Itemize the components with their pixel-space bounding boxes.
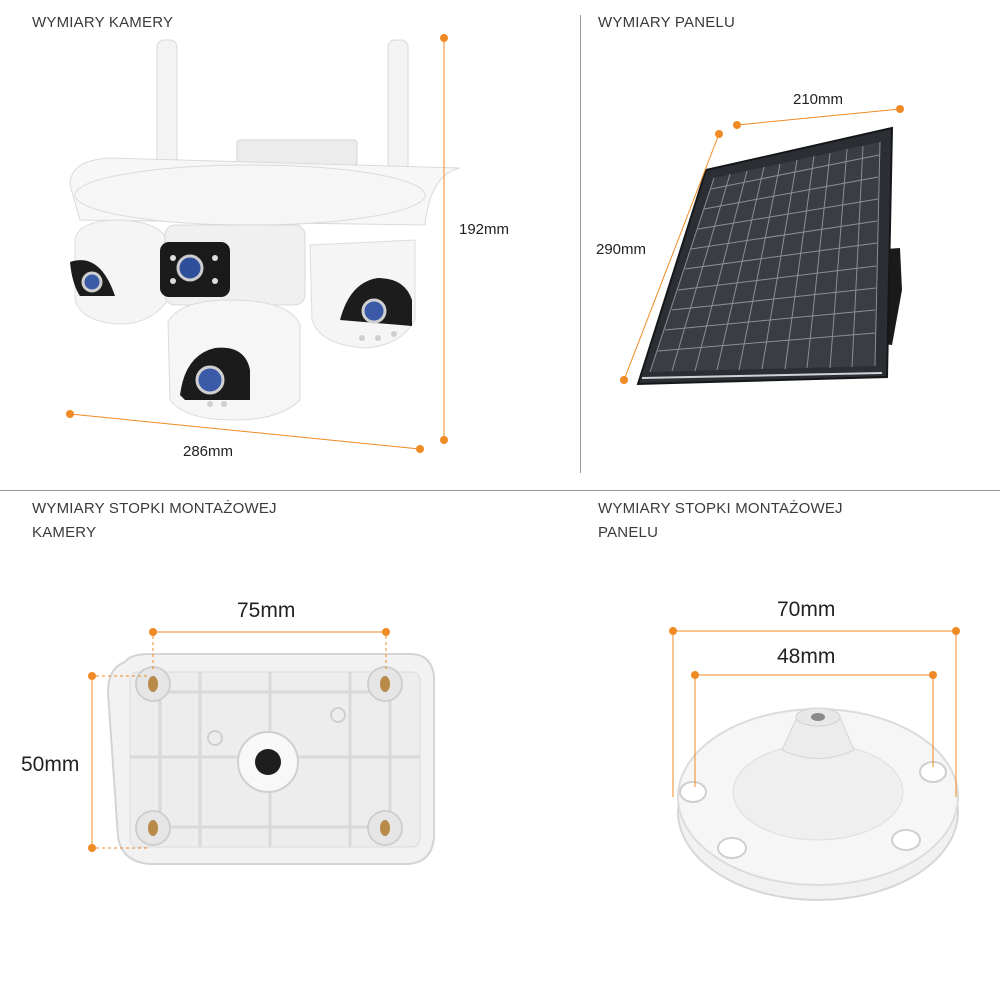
camera-width-label: 286mm (183, 443, 234, 460)
vertical-divider-bottom (580, 508, 581, 988)
panel-mount-section: WYMIARY STOPKI MONTAŻOWEJ PANELU 70mm 48… (582, 492, 1000, 1000)
panel-height-label: 290mm (596, 241, 647, 258)
panel-mount-title-line2: PANELU (598, 524, 659, 541)
panel-dimensions-section: WYMIARY PANELU (582, 0, 1000, 490)
panel-mount-illustration (669, 627, 960, 901)
camera-section-title: WYMIARY KAMERY (32, 14, 174, 31)
camera-mount-illustration (88, 628, 435, 865)
camera-mount-height-label: 50mm (21, 753, 80, 776)
camera-mount-width-label: 75mm (237, 599, 296, 622)
panel-section-title: WYMIARY PANELU (598, 14, 736, 31)
camera-mount-section: WYMIARY STOPKI MONTAŻOWEJ KAMERY (0, 492, 580, 1000)
camera-illustration (69, 39, 461, 421)
panel-width-label: 210mm (793, 91, 844, 108)
panel-mount-title-line1: WYMIARY STOPKI MONTAŻOWEJ (598, 500, 843, 517)
camera-height-label: 192mm (459, 221, 510, 238)
camera-dimension-lines (66, 34, 448, 453)
camera-dimensions-section: WYMIARY KAMERY (0, 0, 580, 490)
horizontal-divider (0, 490, 1000, 491)
vertical-divider-top (580, 15, 581, 473)
panel-mount-outer-label: 70mm (777, 598, 836, 621)
solar-panel-illustration (620, 105, 904, 386)
panel-mount-inner-label: 48mm (777, 645, 836, 668)
camera-mount-title-line1: WYMIARY STOPKI MONTAŻOWEJ (32, 500, 277, 517)
camera-mount-title-line2: KAMERY (32, 524, 97, 541)
